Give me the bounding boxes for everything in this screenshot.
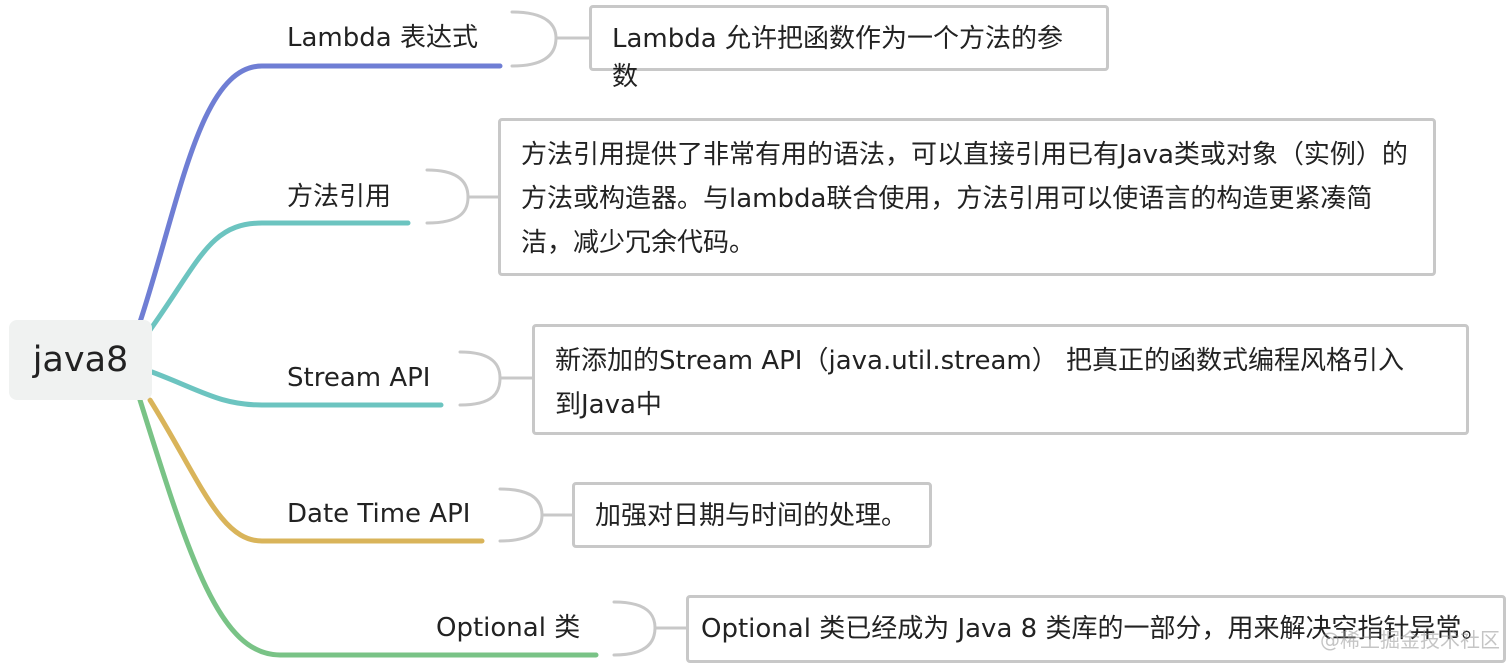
branch-connector-lambda	[137, 63, 503, 325]
branch-connector-datetime	[147, 397, 485, 544]
note-text-datetime: 加强对日期与时间的处理。	[595, 501, 908, 531]
note-lambda[interactable]: Lambda 允许把函数作为一个方法的参数	[589, 5, 1109, 92]
note-datetime[interactable]: 加强对日期与时间的处理。	[572, 482, 932, 548]
note-optional[interactable]: Optional 类已经成为 Java 8 类库的一部分，用来解决空指针异常。	[686, 595, 1506, 663]
watermark-text: @稀土掘金技术社区	[1320, 628, 1500, 652]
bracket-method-ref	[425, 168, 500, 225]
root-label: java8	[32, 340, 129, 380]
note-text-method-ref: 方法引用提供了非常有用的语法，可以直接引用已有Java类或对象（实例）的方法或构…	[521, 140, 1408, 258]
branch-label-lambda[interactable]: Lambda 表达式	[287, 23, 478, 53]
root-node[interactable]: java8	[9, 320, 152, 400]
note-stream[interactable]: 新添加的Stream API（java.util.stream） 把真正的函数式…	[532, 324, 1469, 435]
branch-label-datetime[interactable]: Date Time API	[287, 499, 471, 529]
note-method-ref[interactable]: 方法引用提供了非常有用的语法，可以直接引用已有Java类或对象（实例）的方法或构…	[498, 118, 1436, 276]
branch-connector-optional	[137, 397, 599, 658]
bracket-stream	[458, 350, 534, 407]
branch-connector-method-ref	[147, 220, 411, 333]
bracket-datetime	[498, 487, 574, 543]
branch-label-method-ref[interactable]: 方法引用	[287, 182, 392, 212]
note-text-optional: Optional 类已经成为 Java 8 类库的一部分，用来解决空指针异常。	[701, 614, 1488, 644]
bracket-optional	[612, 600, 688, 657]
branch-label-optional[interactable]: Optional 类	[436, 613, 581, 643]
note-text-stream: 新添加的Stream API（java.util.stream） 把真正的函数式…	[555, 346, 1404, 420]
note-text-lambda: Lambda 允许把函数作为一个方法的参数	[612, 24, 1063, 92]
bracket-lambda	[510, 10, 592, 68]
branch-label-stream[interactable]: Stream API	[287, 363, 431, 393]
branch-connector-stream	[149, 369, 444, 408]
